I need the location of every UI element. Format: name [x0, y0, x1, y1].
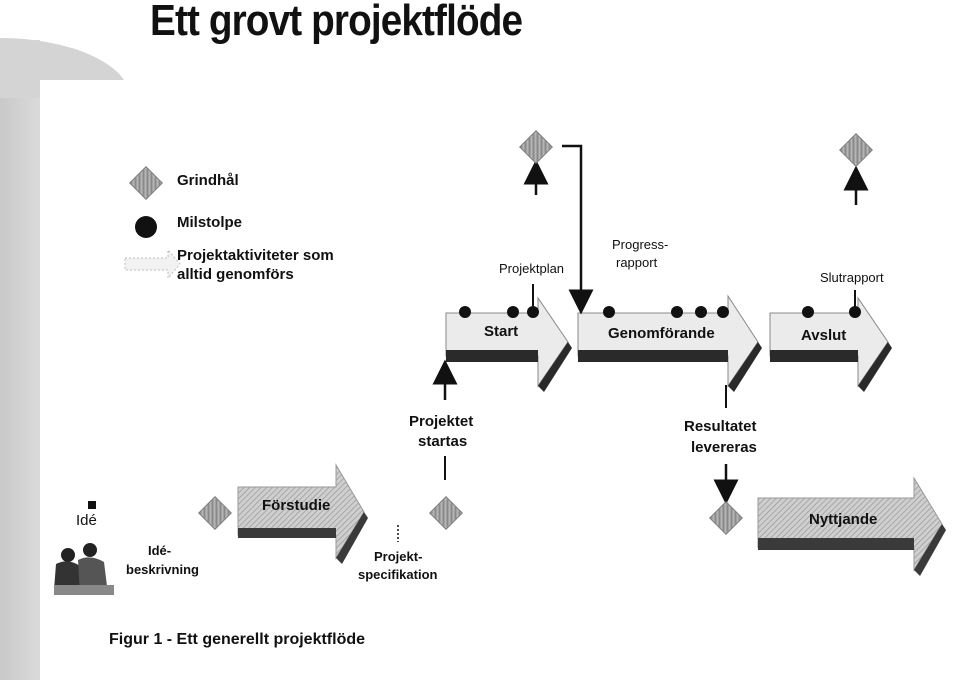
phase-label-execution: Genomförande	[608, 325, 715, 342]
milestone-exec-1	[603, 306, 615, 318]
flow-diagram-shapes	[54, 144, 946, 595]
slide-title: Ett grovt projektflöde	[150, 0, 523, 45]
legend-milestone-label: Milstolpe	[177, 214, 243, 231]
idea-marker	[88, 501, 96, 509]
phase-label-prestudy: Förstudie	[262, 497, 331, 514]
decorative-side-band	[0, 40, 40, 680]
phase-arrow-closing	[769, 296, 892, 392]
doc-final-report: Slutrapport	[820, 270, 884, 285]
connector-to-execution	[562, 144, 594, 315]
legend-activity-arrow	[124, 248, 181, 280]
event-delivered-line1: Resultatet	[684, 418, 757, 435]
milestone-start-2	[507, 306, 519, 318]
legend-milestone-dot	[135, 216, 157, 238]
people-illustration	[54, 543, 114, 595]
milestone-start-1	[459, 306, 471, 318]
milestone-exec-4	[717, 306, 729, 318]
doc-progress-line1: Progress-	[612, 237, 669, 252]
milestone-close-1	[802, 306, 814, 318]
event-delivered-line2: levereras	[691, 439, 757, 456]
doc-progress-line2: rapport	[616, 255, 658, 270]
milestone-exec-3	[695, 306, 707, 318]
doc-spec-line1: Projekt-	[374, 549, 423, 564]
phase-label-benefit: Nyttjande	[809, 511, 878, 528]
phase-label-closing: Avslut	[801, 327, 847, 344]
figure-caption: Figur 1 - Ett generellt projektflöde	[109, 631, 366, 648]
event-started-line2: startas	[418, 433, 468, 450]
phase-arrow-start	[445, 296, 572, 392]
legend-activities-label-2: alltid genomförs	[177, 266, 294, 283]
doc-idea-desc-line1: Idé-	[148, 543, 172, 558]
phase-arrow-benefit	[757, 476, 946, 576]
idea-label: Idé	[76, 512, 97, 529]
phase-arrow-prestudy	[237, 463, 368, 564]
milestone-exec-2	[671, 306, 683, 318]
doc-project-plan: Projektplan	[499, 261, 565, 276]
doc-idea-desc-line2: beskrivning	[126, 562, 199, 577]
doc-spec-line2: specifikation	[358, 567, 438, 582]
project-flow-figure: Grindhål Milstolpe Projektaktiviteter so…	[40, 80, 960, 680]
legend-activities-label-1: Projektaktiviteter som	[177, 247, 334, 264]
legend-gate-label: Grindhål	[177, 172, 239, 189]
phase-arrow-execution	[577, 294, 762, 392]
milestone-close-2	[849, 306, 861, 318]
milestone-start-3	[527, 306, 539, 318]
event-started-line1: Projektet	[409, 413, 474, 430]
phase-label-start: Start	[484, 323, 519, 340]
